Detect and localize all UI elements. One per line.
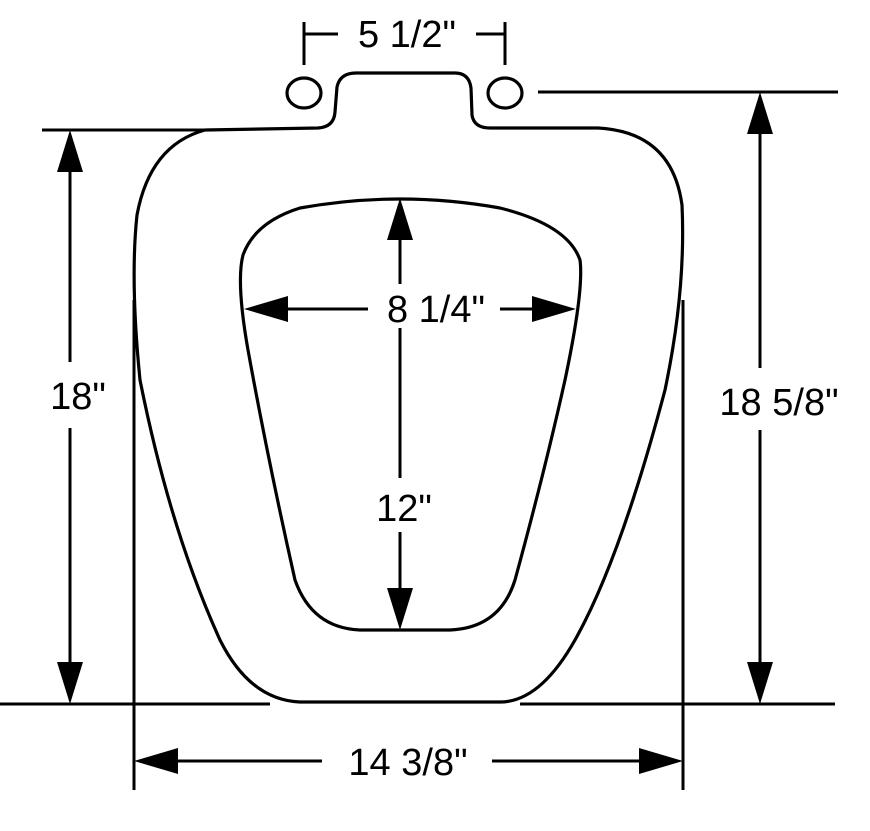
seat-length-dimension: 18" (50, 130, 106, 704)
seat-width-arrow-left (134, 748, 178, 774)
left-hinge-hole (285, 76, 323, 110)
overall-length-arrow-down (747, 662, 773, 704)
hinge-spacing-label: 5 1/2" (358, 14, 456, 56)
opening-width-dimension: 8 1/4" (244, 284, 576, 331)
hinge-spacing-dimension: 5 1/2" (302, 14, 507, 65)
seat-width-arrow-right (639, 748, 683, 774)
opening-width-arrow-left (244, 296, 288, 322)
opening-width-label: 8 1/4" (387, 289, 485, 331)
opening-length-arrow-down (387, 588, 413, 630)
seat-width-label: 14 3/8" (348, 742, 467, 784)
seat-length-label: 18" (50, 376, 106, 418)
overall-length-label: 18 5/8" (719, 382, 838, 424)
seat-width-dimension: 14 3/8" (134, 742, 683, 784)
overall-length-dimension: 18 5/8" (719, 92, 839, 704)
seat-length-arrow-down (57, 662, 83, 704)
overall-length-arrow-up (747, 92, 773, 134)
opening-length-label: 12" (376, 488, 432, 530)
opening-length-arrow-up (387, 198, 413, 240)
seat-opening-outline (238, 197, 583, 632)
seat-length-arrow-up (57, 130, 83, 172)
right-hinge-hole (486, 76, 524, 110)
opening-length-dimension: 12" (376, 198, 432, 630)
opening-width-arrow-right (532, 296, 576, 322)
seat-outer-outline (132, 71, 685, 704)
